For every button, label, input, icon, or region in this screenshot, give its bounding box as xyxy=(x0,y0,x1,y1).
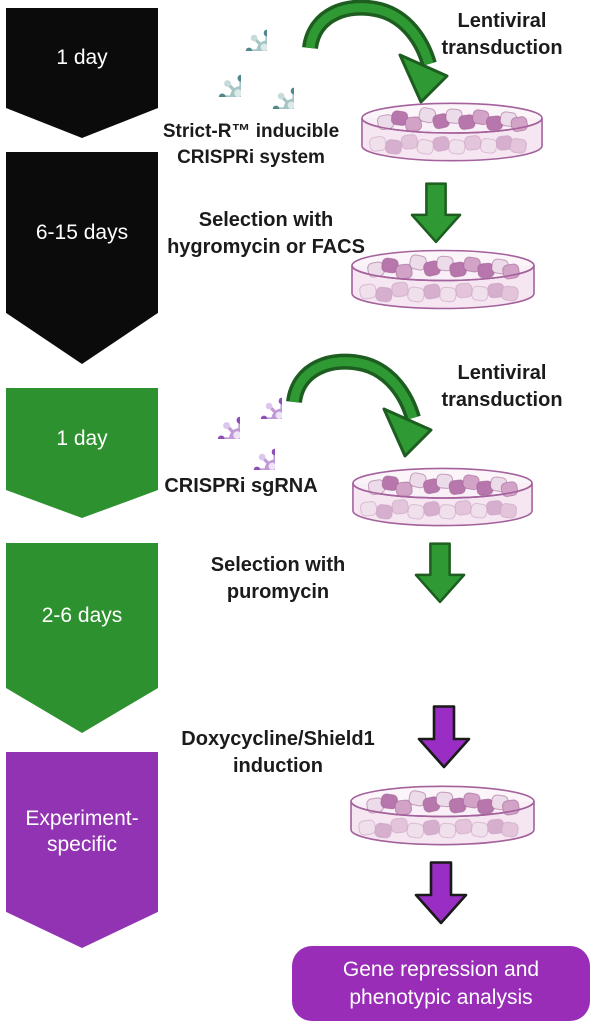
step-4-duration: 2-6 days xyxy=(41,603,123,627)
sgrna-label: CRISPRi sgRNA xyxy=(164,475,318,497)
transduction-label-2: Lentiviral transduction xyxy=(407,360,597,414)
timeline-step-4-banner: 2-6 days xyxy=(6,543,158,733)
strict-r-line2: CRISPRi system xyxy=(177,147,325,168)
step-5-duration-line2: specific xyxy=(46,833,118,856)
induction-line1: Doxycycline/Shield1 xyxy=(181,728,375,750)
down-arrow-green-icon xyxy=(410,182,462,244)
lentivirus-icon xyxy=(246,61,294,109)
induction-label: Doxycycline/Shield1 induction xyxy=(168,726,388,780)
petri-dish-icon xyxy=(347,783,538,850)
strict-r-line1: Strict-R™ inducible xyxy=(162,121,340,142)
down-arrow-purple-icon xyxy=(417,704,471,770)
step-5-duration-line1: Experiment- xyxy=(25,807,139,830)
sgrna-lentivirus-icon xyxy=(227,422,275,470)
sgrna-lentivirus-icon xyxy=(234,371,282,419)
selection-1-line1: Selection with xyxy=(198,209,334,231)
final-result-box: Gene repression and phenotypic analysis xyxy=(292,946,590,1021)
step-2-duration: 6-15 days xyxy=(35,220,129,244)
transduction-label-1: Lentiviral transduction xyxy=(407,8,597,62)
down-arrow-purple-icon xyxy=(414,861,468,925)
selection-puromycin-label: Selection with puromycin xyxy=(168,552,388,606)
timeline-step-3-banner: 1 day xyxy=(6,388,158,518)
final-line2: phenotypic analysis xyxy=(349,985,533,1009)
transduction-2-line2: transduction xyxy=(441,389,563,411)
down-arrow-green-icon xyxy=(414,542,466,604)
petri-dish-icon xyxy=(358,100,546,166)
transduction-2-line1: Lentiviral xyxy=(457,362,547,384)
step-1-duration: 1 day xyxy=(56,46,108,69)
selection-1-line2: hygromycin or FACS xyxy=(167,236,365,258)
final-line1: Gene repression and xyxy=(342,957,540,981)
timeline-step-2-banner: 6-15 days xyxy=(6,152,158,364)
timeline-step-1-banner: 1 day xyxy=(6,8,158,138)
step-3-duration: 1 day xyxy=(56,427,108,450)
petri-dish-icon xyxy=(349,465,536,531)
lentivirus-icon xyxy=(191,47,241,97)
timeline-step-5-banner: Experiment- specific xyxy=(6,752,158,948)
selection-2-line2: puromycin xyxy=(226,581,330,603)
strict-r-label: Strict-R™ inducible CRISPRi system xyxy=(141,119,361,171)
transduction-1-line2: transduction xyxy=(441,37,563,59)
transduction-1-line1: Lentiviral xyxy=(457,10,547,32)
induction-line2: induction xyxy=(233,755,323,777)
selection-2-line1: Selection with xyxy=(210,554,346,576)
lentivirus-icon xyxy=(219,3,267,51)
selection-hygromycin-label: Selection with hygromycin or FACS xyxy=(156,207,376,261)
petri-dish-icon xyxy=(348,247,538,314)
